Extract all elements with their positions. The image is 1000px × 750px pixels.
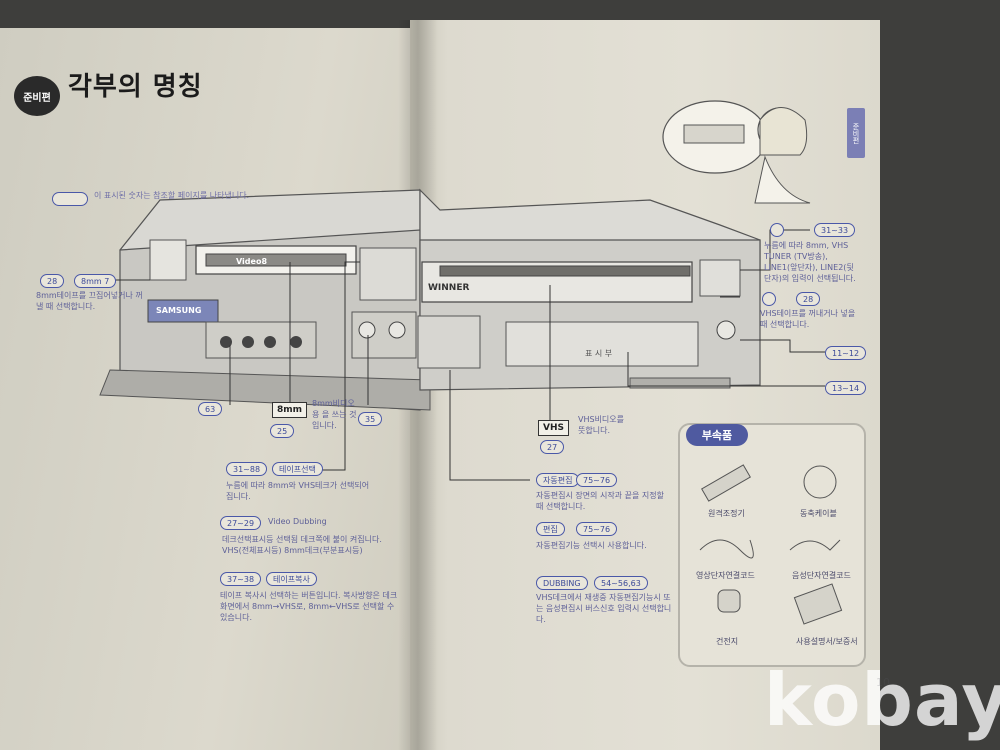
ref-icon [52,192,88,206]
ref-31-33: 31~33 [814,223,856,237]
acc-audio-cord: 음성단자연결코드 [792,571,851,580]
ref-75-76-b: 75~76 [576,522,618,536]
desc-tuner: 누름에 따라 8mm, VHS TUNER (TV방송), LINE1(앞단자)… [764,241,856,283]
ref-75-76-a: 75~76 [576,473,618,487]
acc-coax: 동축케이블 [800,509,837,518]
ref-note: 이 표시된 숫자는 참조할 페이지를 나타냅니다. [94,191,250,200]
tag-video-dubbing: Video Dubbing [268,517,327,526]
desc-auto-edit: 자동편집시 장면의 시작과 끝을 지정할 때 선택합니다. [536,491,664,511]
brand-samsung: SAMSUNG [156,306,202,315]
mark-8mm: 8mm [272,402,308,418]
cartoon-illustration [662,100,811,204]
display-label: 표 시 부 [585,349,613,358]
ref-54-56-63: 54~56,63 [594,576,648,590]
desc-tape-copy: 테이프 복사시 선택하는 버튼입니다. 복사방향은 데크화면에서 8mm→VHS… [220,591,398,622]
ref-11-12: 11~12 [825,346,867,360]
tag-input-select [770,223,784,237]
tag-tape-select: 테이프선택 [272,462,323,476]
ref-35: 35 [358,412,383,426]
desc-dubbing: VHS데크에서 재생중 자동편집기능시 또는 음성편집시 버스신호 입력시 선택… [536,593,672,624]
desc-tape-select: 누름에 따라 8mm와 VHS테크가 선택되어집니다. [226,481,370,501]
desc-edit: 자동편집기능 선택시 사용합니다. [536,541,647,550]
acc-remote: 원격조정기 [708,509,745,518]
page-title: 각부의 명칭 [68,72,203,102]
ref-31-88: 31~88 [226,462,268,476]
ref-28-right: 28 [796,292,821,306]
desc-vhs-mark: VHS비디오를 뜻합니다. [578,415,625,435]
tag-auto-edit: 자동편집 [536,473,580,487]
acc-video-cord: 영상단자연결코드 [696,571,755,580]
section-tab: 준비편 [847,108,865,158]
section-badge: 준비편 [14,76,60,116]
tag-edit: 편집 [536,522,565,536]
acc-manual: 사용설명서/보증서 [796,637,858,646]
accessories-illustrations [699,464,843,625]
accessories-title: 부속품 [686,424,748,446]
acc-battery: 건전지 [716,637,739,646]
deck-label: Video8 [236,257,268,266]
tag-dubbing: DUBBING [536,576,588,590]
ref-37-38: 37~38 [220,572,262,586]
brand-winner: WINNER [428,283,470,293]
watermark: kobay [764,658,1000,742]
ref-13-14: 13~14 [825,381,867,395]
mark-vhs: VHS [538,420,569,436]
tag-vhs-eject [762,292,776,306]
ref-27: 27 [540,440,565,454]
ref-63: 63 [198,402,223,416]
desc-vhs-eject: VHS테이프를 꺼내거나 넣을 때 선택합니다. [760,309,856,329]
desc-8mm-mark: 8mm비디오용 을 쓰는 것입니다. [312,399,357,430]
tag-tape-copy: 테이프복사 [266,572,317,586]
ref-28-left: 28 [40,274,65,288]
ref-25: 25 [270,424,295,438]
page-number: 10 [876,676,890,689]
desc-deck-indicator: 데크선택표시등 선택됨 데크쪽에 불이 켜집니다. VHS(전체표시등) 8mm… [222,535,382,555]
desc-8mm-eject: 8mm테이프를 끄집어넣거나 꺼낼 때 선택합니다. [36,291,143,311]
ref-27-29: 27~29 [220,516,262,530]
ref-8mm-tag: 8mm 7 [74,274,117,288]
